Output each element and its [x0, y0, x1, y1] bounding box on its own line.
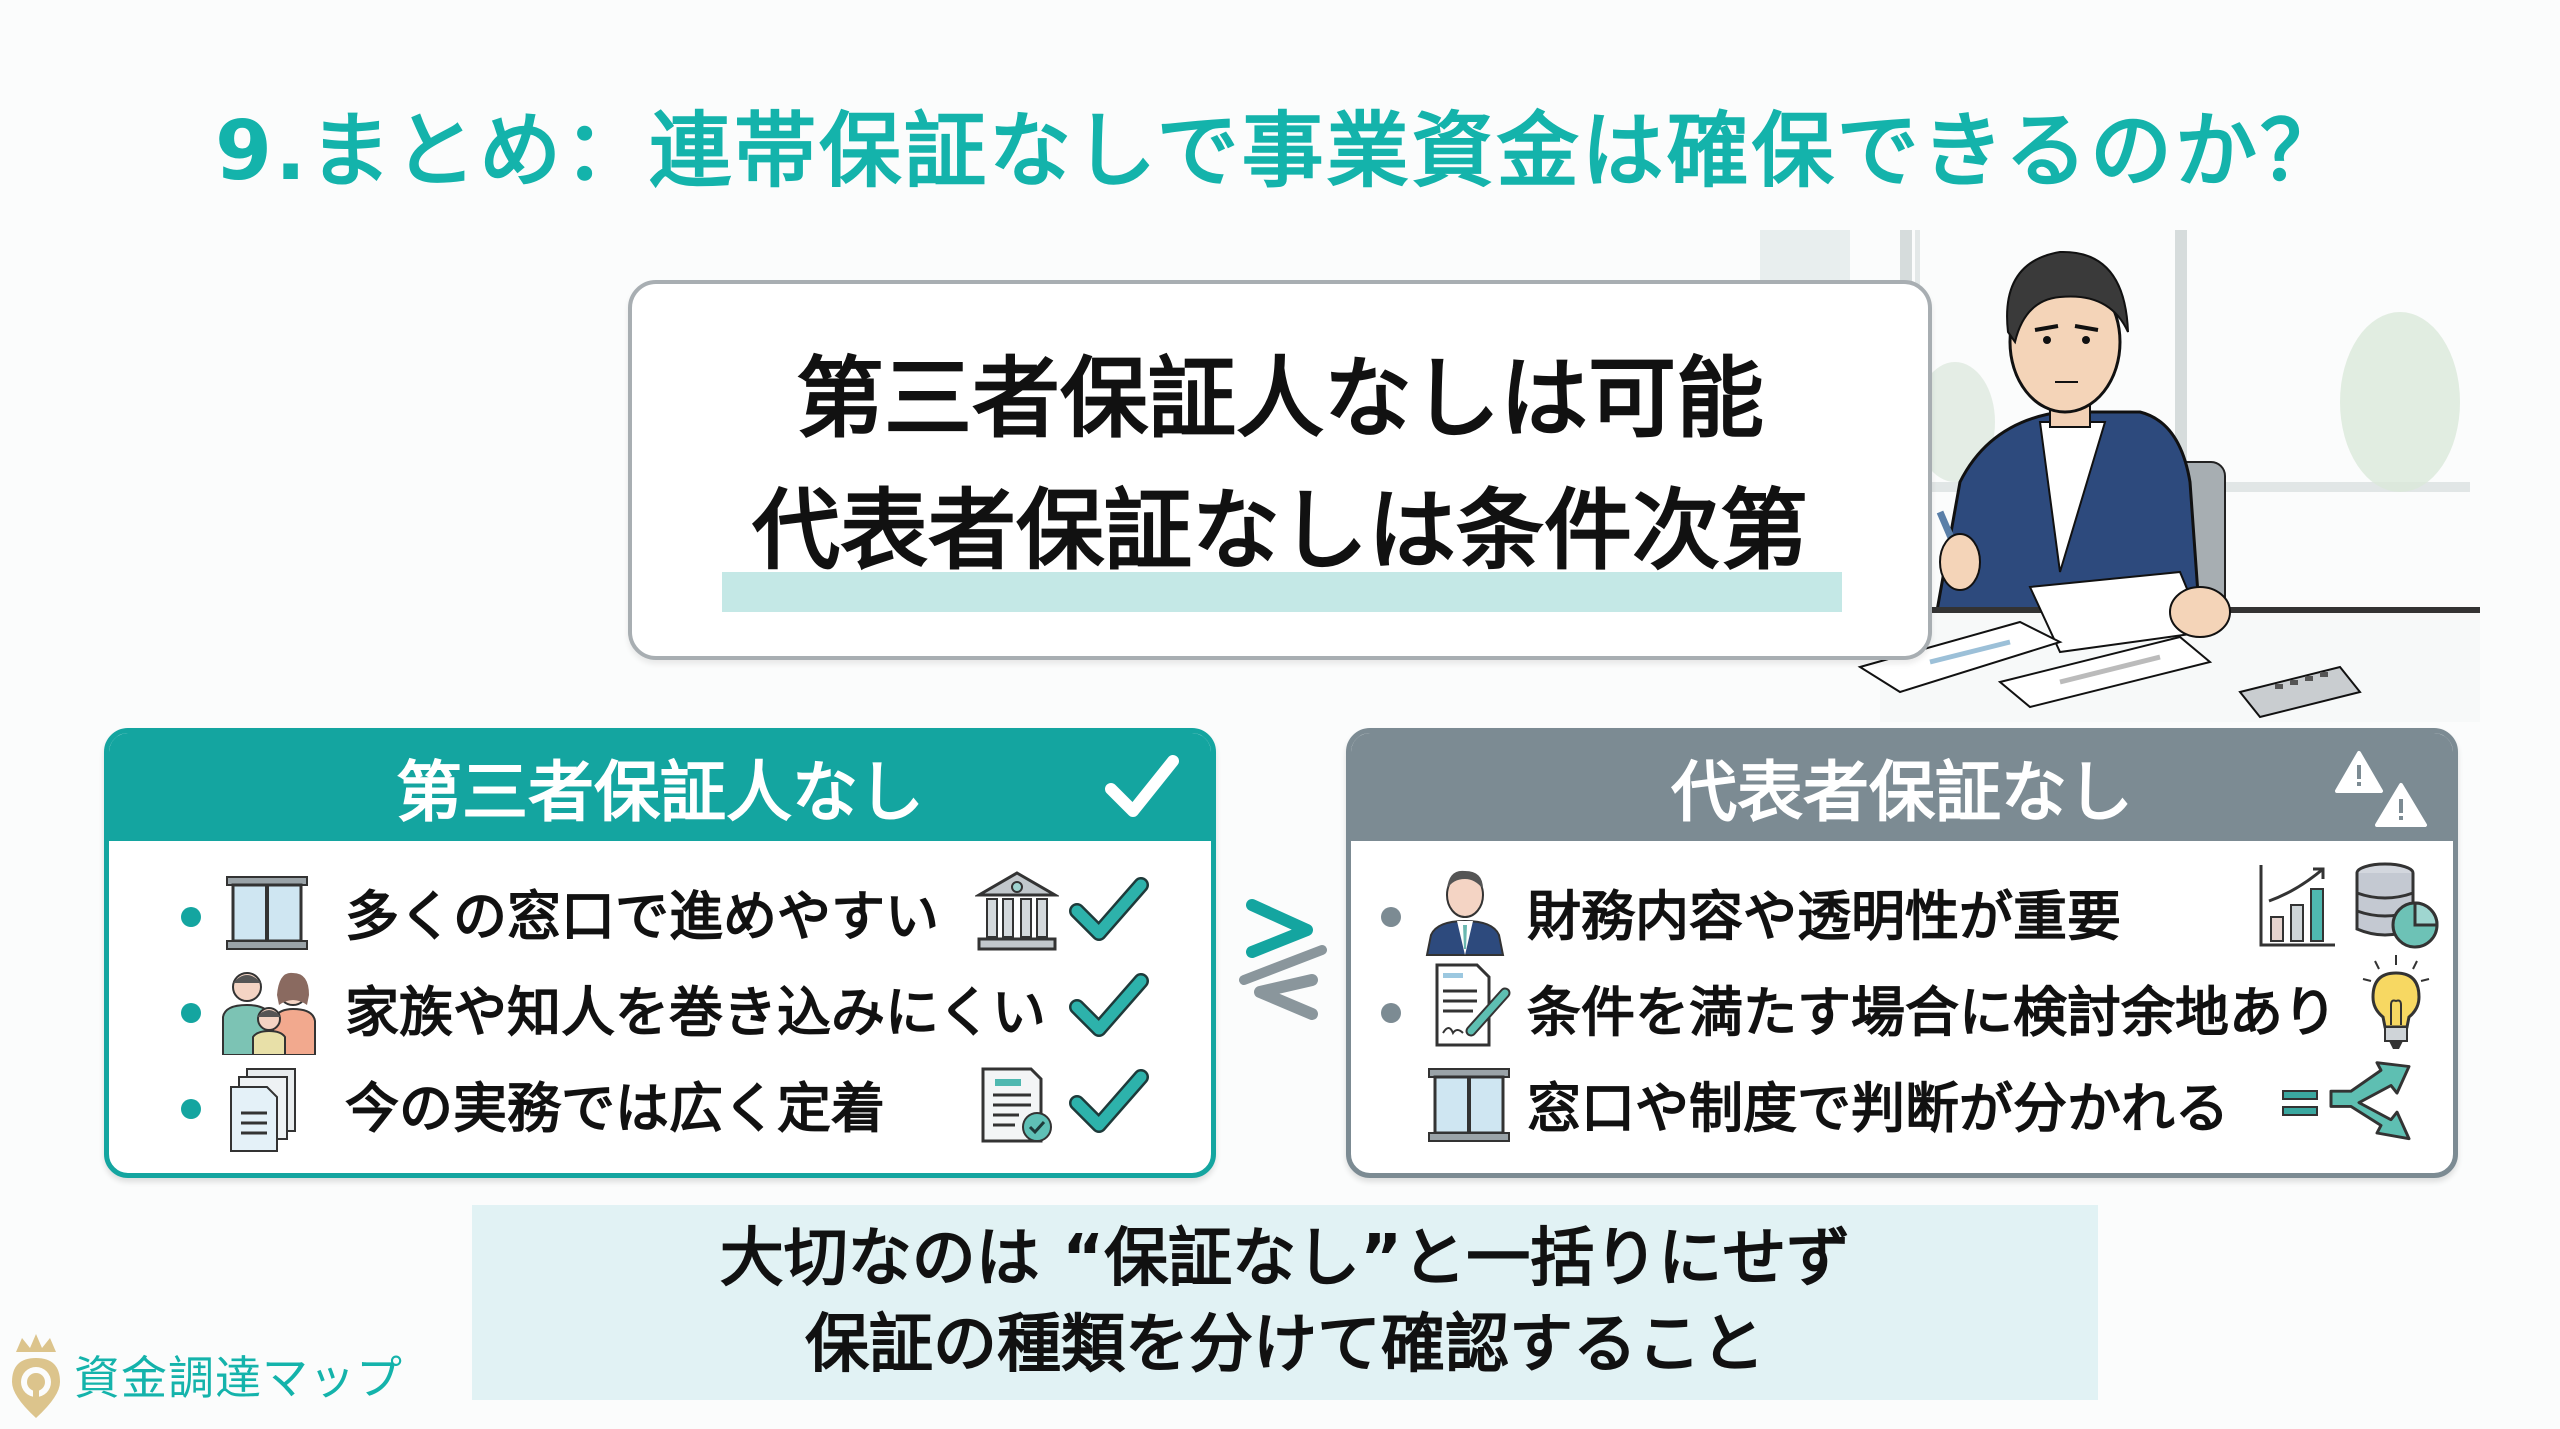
list-item-text: 家族や知人を巻き込みにくい [345, 981, 1046, 1044]
panel-header-title: 第三者保証人なし [396, 754, 924, 831]
bank-icon [975, 871, 1059, 951]
list-item: 窓口や制度で判断が分かれる [1351, 1061, 2453, 1155]
panel-header: 代表者保証なし [1351, 733, 2453, 841]
contract-signing-icon [1435, 963, 1511, 1047]
approved-document-icon [981, 1067, 1052, 1143]
main-message-line1: 第三者保証人なしは可能 [795, 347, 1764, 450]
main-message-line2: 代表者保証なしは条件次第 [751, 479, 1808, 582]
panel-third-party-guarantor: 第三者保証人なし 多くの窓口で進めやすい [104, 728, 1216, 1178]
database-pie-icon [2355, 862, 2439, 949]
list-item-text: 今の実務では広く定着 [345, 1077, 885, 1140]
family-icon [222, 972, 316, 1055]
text-highlight [722, 572, 1842, 612]
check-icon [1069, 877, 1149, 941]
list-item: 条件を満たす場合に検討余地あり [1351, 955, 2453, 1059]
bottom-message-box: 大切なのは “保証なし”と一括りにせず 保証の種類を分けて確認すること [472, 1205, 2098, 1400]
list-item: 多くの窓口で進めやすい [109, 871, 1211, 963]
check-icon [1069, 1069, 1149, 1133]
lightbulb-icon [2362, 955, 2430, 1049]
panel-header-title: 代表者保証なし [1671, 754, 2133, 831]
crown-pin-icon [12, 1334, 60, 1418]
bullet [181, 1003, 201, 1023]
page-title: 9.まとめ：連帯保証なしで事業資金は確保できるのか？ [214, 104, 2346, 199]
list-item: 今の実務では広く定着 [109, 1063, 1211, 1155]
bullet [181, 1099, 201, 1119]
list-item-text: 条件を満たす場合に検討余地あり [1527, 981, 2337, 1044]
list-item-text: 多くの窓口で進めやすい [345, 885, 939, 948]
businessman-icon [1425, 870, 1505, 956]
businessman-illustration [1760, 230, 2480, 722]
bottom-message-line2: 保証の種類を分けて確認すること [805, 1308, 1765, 1382]
check-icon [1069, 973, 1149, 1037]
documents-icon [230, 1068, 296, 1152]
list-item-text: 窓口や制度で判断が分かれる [1527, 1077, 2229, 1140]
list-item: 財務内容や透明性が重要 [1351, 862, 2453, 963]
checkmark-icon [1105, 755, 1179, 817]
logo-text: 資金調達マップ [74, 1351, 403, 1405]
brand-logo[interactable]: 資金調達マップ [8, 1330, 403, 1420]
window-icon [226, 876, 308, 950]
branching-arrow-icon [2282, 1061, 2411, 1141]
bullet [181, 907, 201, 927]
bar-chart-icon [2259, 865, 2335, 947]
bullet [1381, 1003, 1401, 1023]
panel-representative-guarantor: 代表者保証なし 財務内容や透明性が重要 [1346, 728, 2458, 1178]
bullet [1381, 907, 1401, 927]
panel-header: 第三者保証人なし [109, 733, 1211, 841]
main-message-box: 第三者保証人なしは可能 代表者保証なしは条件次第 [628, 280, 1932, 660]
warning-icon [2335, 751, 2427, 827]
bottom-message-line1: 大切なのは “保証なし”と一括りにせず [719, 1222, 1851, 1296]
window-icon [1428, 1068, 1510, 1142]
greater-or-less-icon [1239, 899, 1327, 1020]
list-item: 家族や知人を巻き込みにくい [109, 967, 1211, 1059]
list-item-text: 財務内容や透明性が重要 [1527, 885, 2121, 948]
